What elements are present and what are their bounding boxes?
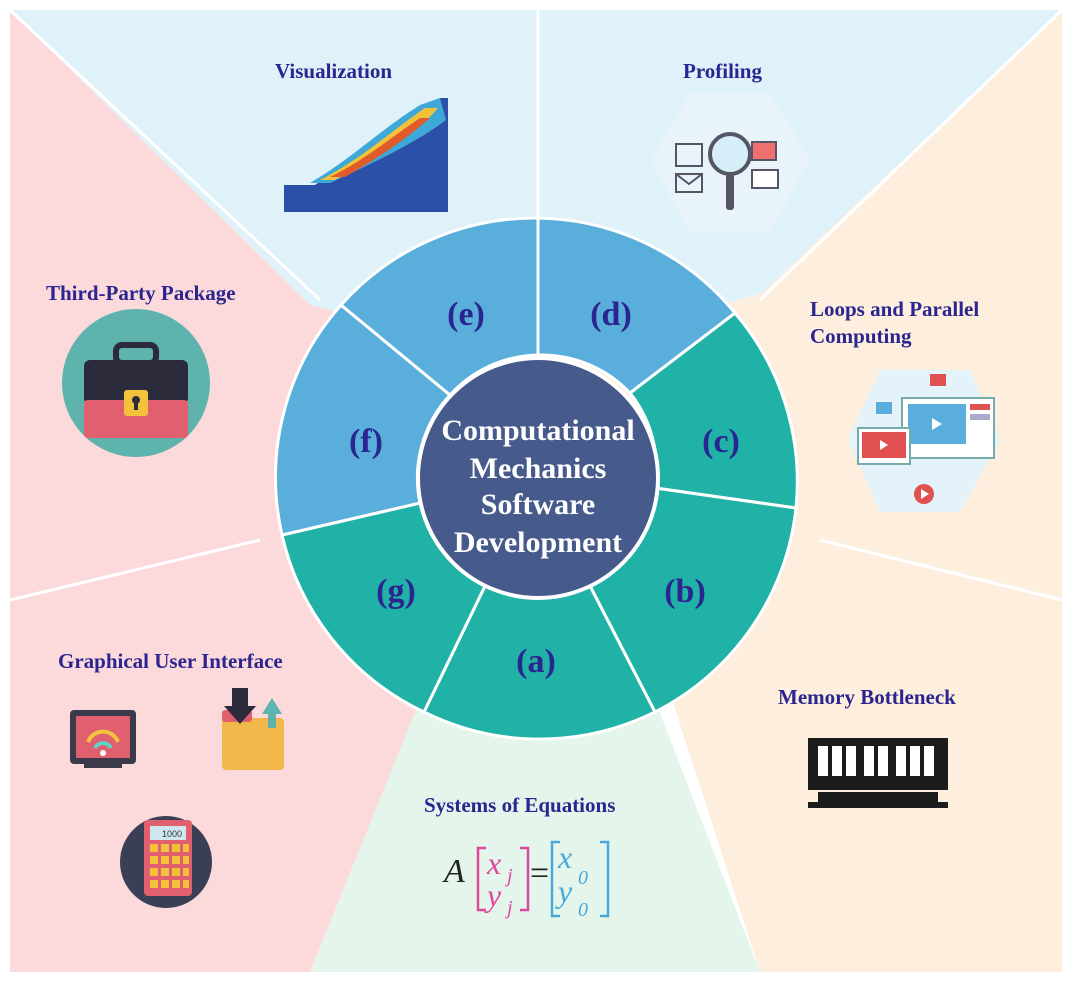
ring-segment-c[interactable] bbox=[627, 310, 799, 510]
center-circle bbox=[416, 356, 660, 600]
segment-letter-a: (a) bbox=[516, 643, 556, 680]
segment-letter-b: (b) bbox=[664, 573, 706, 610]
calculator-display: 1000 bbox=[162, 829, 182, 839]
equation-y0: y bbox=[555, 873, 573, 909]
center-line-1: Computational bbox=[441, 414, 634, 447]
equation-xj-sub: j bbox=[504, 865, 513, 887]
monitor-wifi-icon bbox=[70, 710, 136, 768]
center-line-4: Development bbox=[454, 526, 622, 559]
slope-visualization-icon bbox=[284, 98, 448, 212]
label-visualization: Visualization bbox=[275, 59, 393, 83]
memory-chip-icon bbox=[808, 738, 948, 808]
bg-sector-top bbox=[10, 10, 1062, 362]
segment-letter-g: (g) bbox=[376, 573, 416, 610]
segment-letter-e: (e) bbox=[447, 296, 485, 333]
sector-dividers bbox=[8, 8, 1064, 602]
equation-yj: y bbox=[484, 877, 502, 913]
equation: A x j y j = x 0 y 0 bbox=[442, 839, 610, 921]
label-loops-line1: Loops and Parallel bbox=[810, 297, 980, 321]
label-third-party: Third-Party Package bbox=[46, 281, 236, 305]
center-line-3: Software bbox=[481, 488, 595, 521]
equation-y0-sub: 0 bbox=[578, 899, 588, 921]
equation-equals: = bbox=[530, 855, 549, 892]
segment-letter-d: (d) bbox=[590, 296, 632, 333]
segment-letter-c: (c) bbox=[702, 423, 740, 460]
folder-download-icon bbox=[222, 688, 284, 770]
bg-sector-left bbox=[10, 10, 538, 972]
center-line-2: Mechanics bbox=[470, 452, 607, 485]
equation-x0: x bbox=[557, 839, 572, 875]
label-memory: Memory Bottleneck bbox=[778, 685, 956, 709]
equation-x0-sub: 0 bbox=[578, 867, 588, 889]
profiling-icon bbox=[650, 93, 810, 232]
equation-matrix-a: A bbox=[442, 853, 465, 890]
equation-yj-sub: j bbox=[504, 897, 513, 919]
label-loops-line2: Computing bbox=[810, 324, 912, 348]
label-profiling: Profiling bbox=[683, 59, 762, 83]
calculator-icon: 1000 bbox=[120, 816, 212, 908]
briefcase-icon bbox=[62, 309, 210, 457]
label-gui: Graphical User Interface bbox=[58, 649, 283, 673]
label-systems: Systems of Equations bbox=[424, 793, 616, 817]
segment-letter-f: (f) bbox=[349, 423, 383, 460]
parallel-computing-icon bbox=[848, 370, 1000, 512]
equation-xj: x bbox=[486, 845, 501, 881]
bg-sector-bottom bbox=[310, 700, 760, 972]
ring bbox=[274, 216, 799, 741]
